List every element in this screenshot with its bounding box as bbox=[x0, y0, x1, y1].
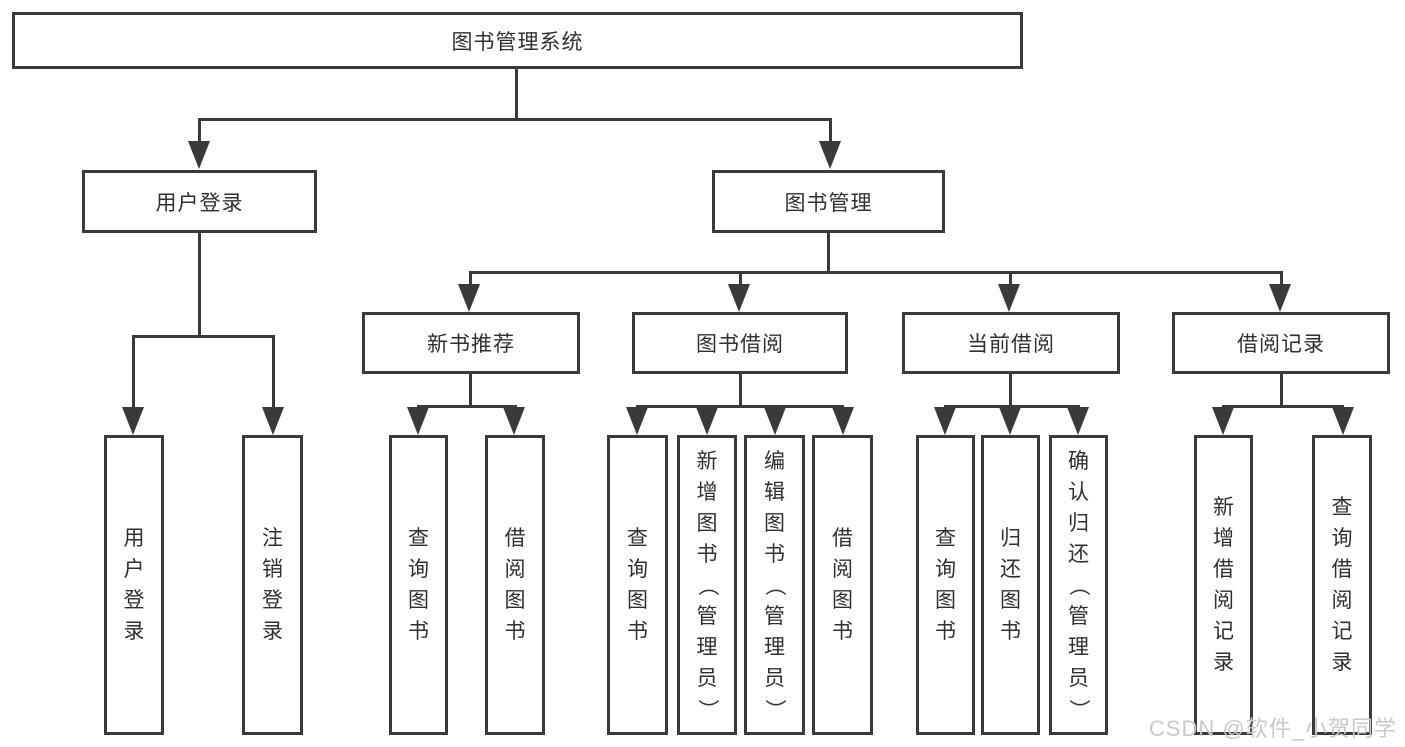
connector-book-borrow-rail bbox=[636, 405, 844, 408]
node-leaf-add-borrow-record: 新增借阅记录 bbox=[1194, 435, 1253, 735]
connector-book-borrow-stem bbox=[739, 374, 742, 407]
arrowhead-leaf-borrow-book-2-icon bbox=[832, 407, 854, 435]
connector-book-mgmt-stem bbox=[827, 233, 830, 273]
node-leaf-add-book-admin: 新增图书（管理员） bbox=[677, 435, 737, 735]
connector-root-stem bbox=[515, 69, 518, 120]
node-leaf-edit-book-admin: 编辑图书（管理员） bbox=[744, 435, 805, 735]
node-leaf-query-book-2: 查询图书 bbox=[607, 435, 668, 735]
connector-drop-book-borrow bbox=[739, 271, 742, 287]
connector-user-login-rail bbox=[132, 335, 275, 338]
connector-new-book-rec-rail bbox=[417, 405, 517, 408]
node-book-mgmt-branch-label: 图书管理 bbox=[784, 191, 873, 215]
arrowhead-leaf-add-record-icon bbox=[1212, 407, 1234, 435]
node-leaf-query-book-1: 查询图书 bbox=[389, 435, 448, 735]
connector-current-borrow-rail bbox=[944, 405, 1080, 408]
arrowhead-leaf-add-book-icon bbox=[696, 407, 718, 435]
arrowhead-book-borrow-icon bbox=[728, 284, 750, 312]
arrowhead-book-mgmt-icon bbox=[819, 141, 841, 169]
node-root: 图书管理系统 bbox=[12, 12, 1023, 69]
arrowhead-leaf-return-book-icon bbox=[999, 407, 1021, 435]
connector-current-borrow-stem bbox=[1009, 374, 1012, 407]
node-leaf-borrow-book-1: 借阅图书 bbox=[485, 435, 545, 735]
connector-drop-current-borrow bbox=[1009, 271, 1012, 287]
arrowhead-new-book-rec-icon bbox=[458, 284, 480, 312]
node-current-borrow-label: 当前借阅 bbox=[967, 333, 1055, 356]
connector-new-book-rec-stem bbox=[469, 374, 472, 407]
connector-drop-borrow-records bbox=[1280, 271, 1283, 287]
node-user-login-branch-label: 用户登录 bbox=[155, 191, 244, 215]
node-leaf-query-borrow-record: 查询借阅记录 bbox=[1312, 435, 1372, 735]
connector-level2-rail bbox=[198, 118, 832, 121]
node-leaf-confirm-return-admin: 确认归还（管理员） bbox=[1049, 435, 1108, 735]
node-book-borrow: 图书借阅 bbox=[632, 312, 848, 374]
connector-level3-rail bbox=[469, 271, 1283, 274]
arrowhead-leaf-query-book-2-icon bbox=[626, 407, 648, 435]
arrowhead-leaf-user-login-icon bbox=[122, 407, 144, 435]
node-leaf-user-login: 用户登录 bbox=[104, 435, 164, 735]
arrowhead-user-login-icon bbox=[188, 141, 210, 169]
node-leaf-return-book: 归还图书 bbox=[981, 435, 1040, 735]
connector-borrow-records-rail bbox=[1222, 405, 1344, 408]
node-leaf-logout: 注销登录 bbox=[242, 435, 303, 735]
node-user-login-branch: 用户登录 bbox=[82, 170, 317, 233]
connector-drop-new-book-rec bbox=[469, 271, 472, 287]
arrowhead-leaf-confirm-return-icon bbox=[1067, 407, 1089, 435]
node-leaf-query-book-3: 查询图书 bbox=[916, 435, 975, 735]
arrowhead-current-borrow-icon bbox=[998, 284, 1020, 312]
arrowhead-leaf-logout-icon bbox=[262, 407, 284, 435]
node-borrow-records-label: 借阅记录 bbox=[1237, 333, 1325, 356]
connector-user-login-stem bbox=[198, 233, 201, 337]
connector-drop-leaf-user-login bbox=[132, 335, 135, 410]
arrowhead-leaf-query-record-icon bbox=[1332, 407, 1354, 435]
node-new-book-rec: 新书推荐 bbox=[362, 312, 580, 374]
node-borrow-records: 借阅记录 bbox=[1172, 312, 1390, 374]
connector-borrow-records-stem bbox=[1280, 374, 1283, 407]
arrowhead-leaf-query-book-1-icon bbox=[407, 407, 429, 435]
node-new-book-rec-label: 新书推荐 bbox=[427, 333, 515, 356]
arrowhead-leaf-edit-book-icon bbox=[764, 407, 786, 435]
node-root-label: 图书管理系统 bbox=[451, 30, 584, 54]
arrowhead-leaf-query-book-3-icon bbox=[934, 407, 956, 435]
arrowhead-borrow-records-icon bbox=[1269, 284, 1291, 312]
node-leaf-borrow-book-2: 借阅图书 bbox=[812, 435, 873, 735]
connector-drop-user-login bbox=[198, 118, 201, 146]
csdn-watermark: CSDN @软件_小贺同学 bbox=[1148, 716, 1397, 741]
connector-drop-book-mgmt bbox=[829, 118, 832, 146]
arrowhead-leaf-borrow-book-1-icon bbox=[503, 407, 525, 435]
connector-drop-leaf-logout bbox=[272, 335, 275, 410]
node-current-borrow: 当前借阅 bbox=[902, 312, 1120, 374]
node-book-borrow-label: 图书借阅 bbox=[696, 333, 784, 356]
node-book-mgmt-branch: 图书管理 bbox=[712, 170, 945, 233]
